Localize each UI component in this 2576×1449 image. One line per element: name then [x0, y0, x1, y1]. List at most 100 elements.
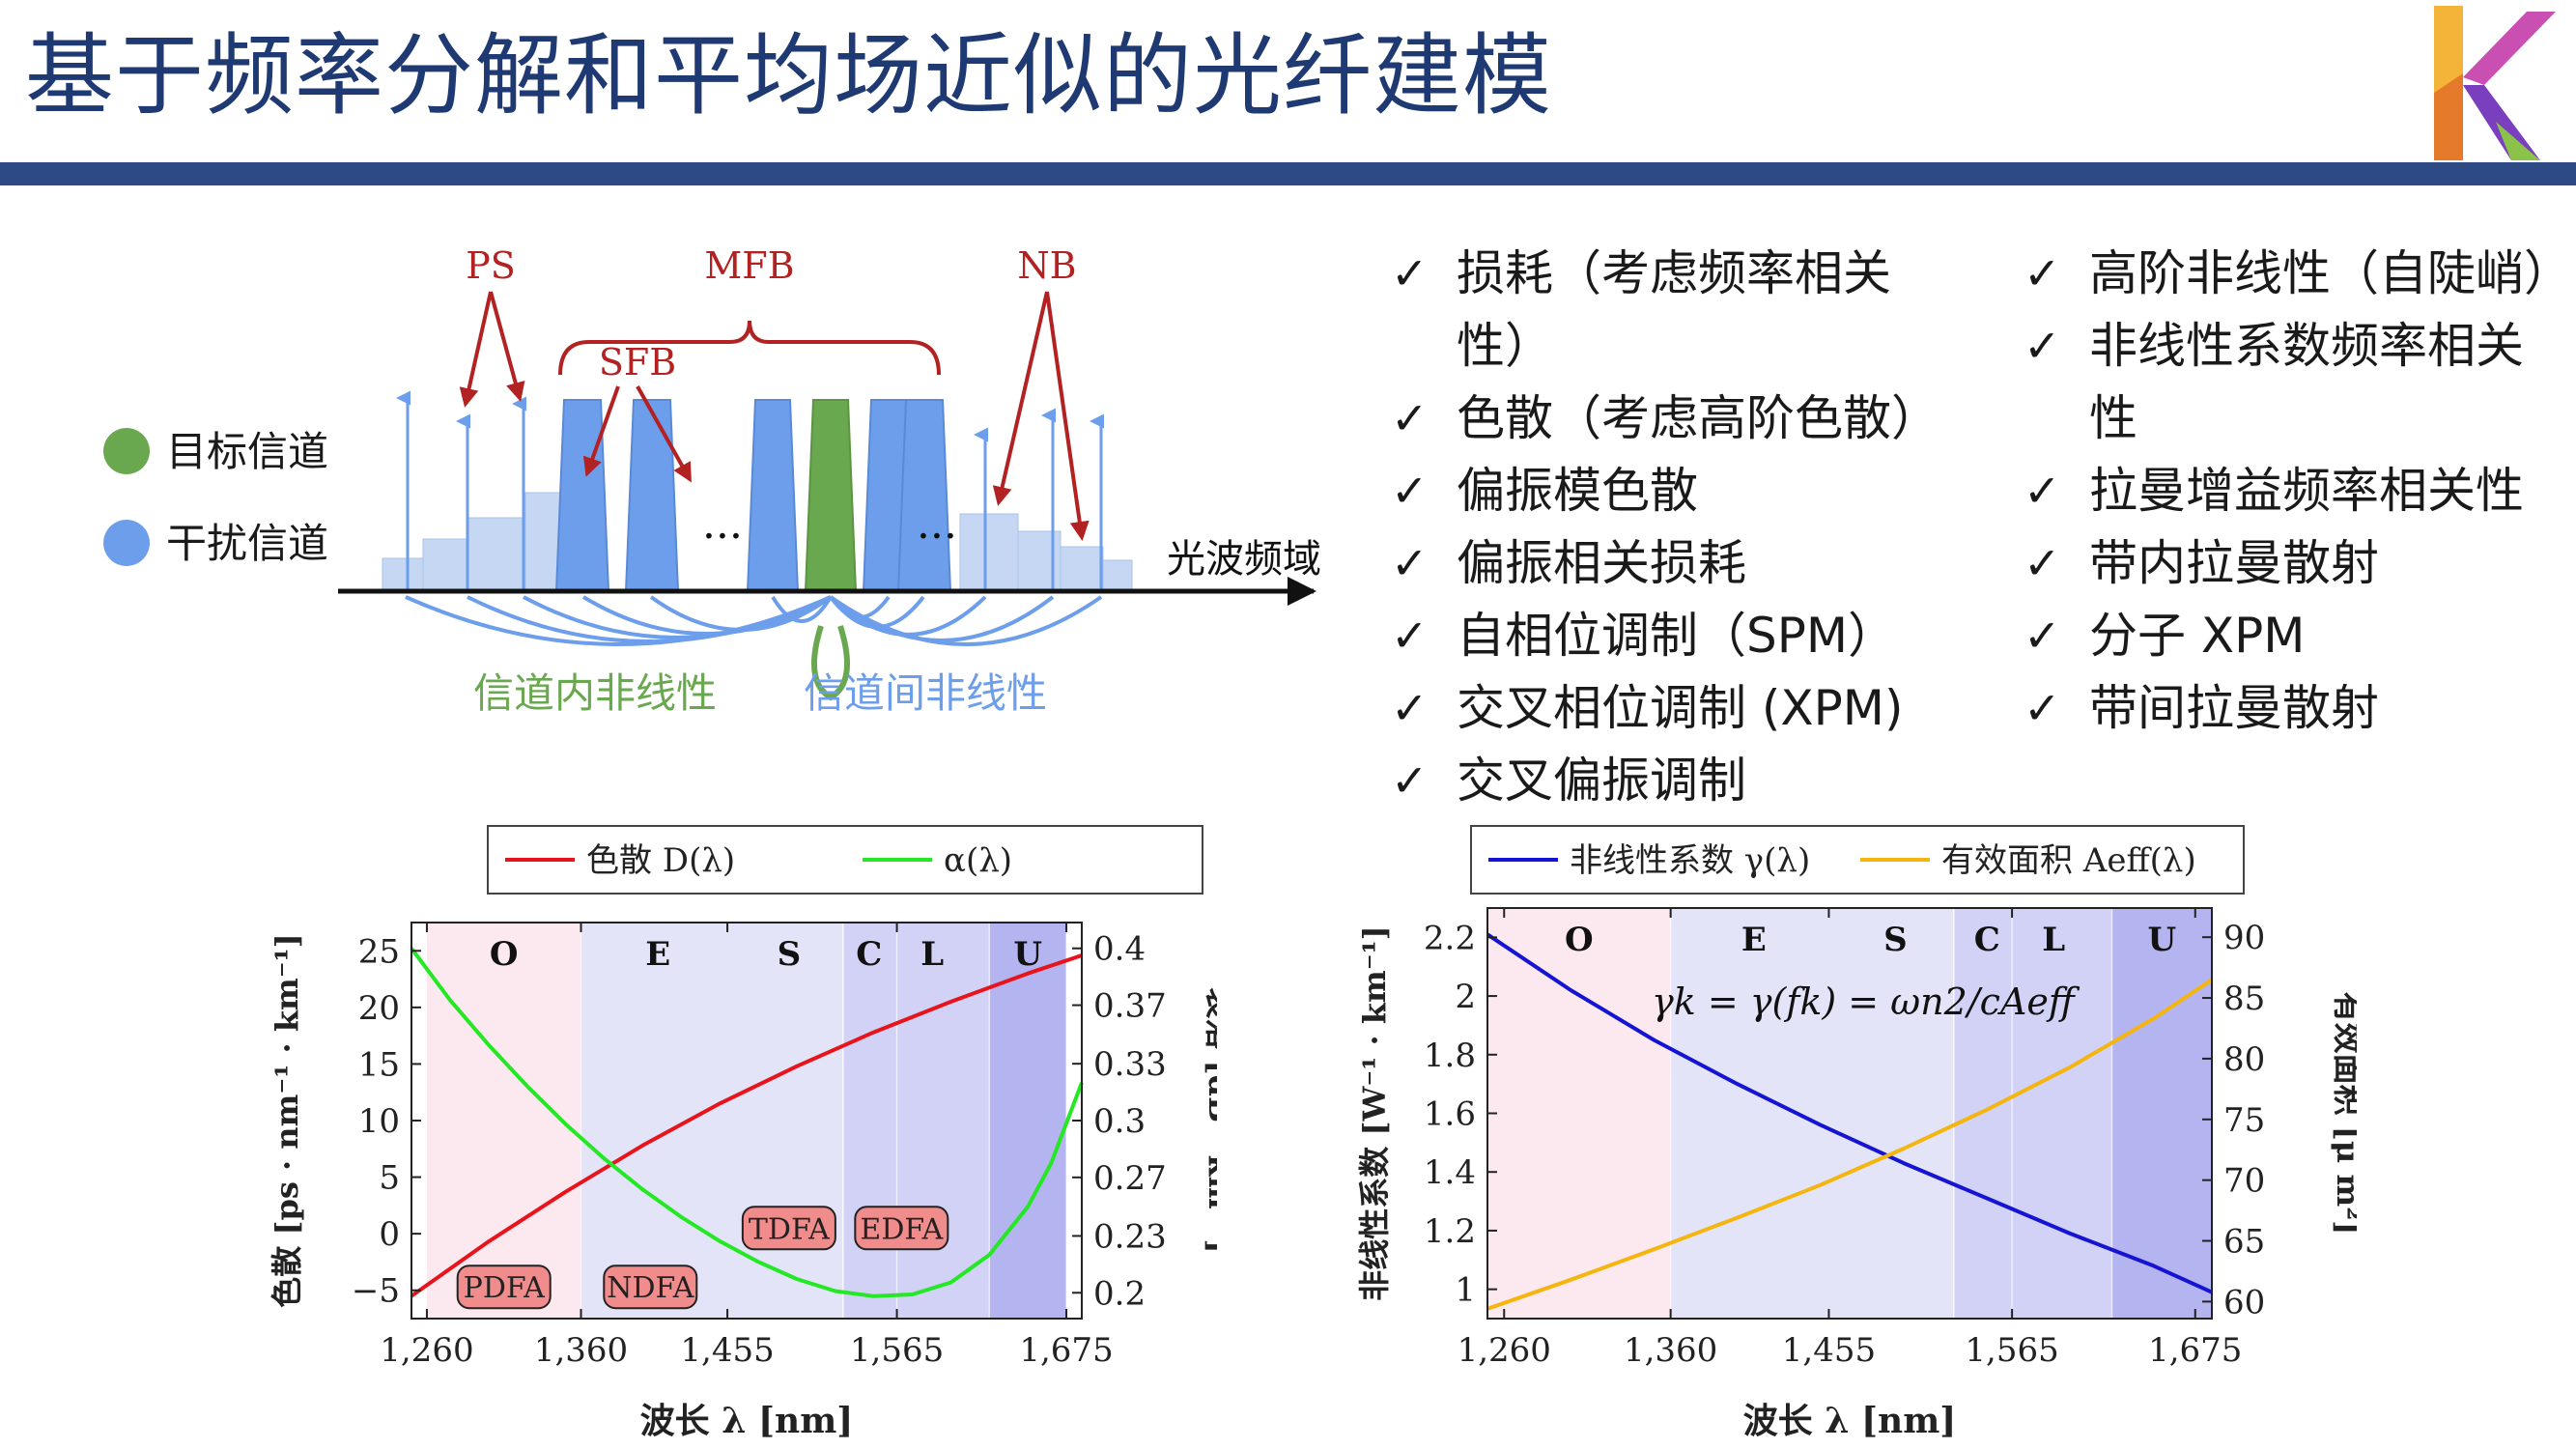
ps-label: PS	[466, 244, 516, 287]
check-item: ✓非线性系数频率相关性	[2024, 310, 2564, 455]
title-bar	[0, 162, 2576, 185]
check-icon: ✓	[1391, 537, 1429, 589]
check-item: ✓自相位调制（SPM）	[1391, 600, 1961, 672]
band-L	[896, 923, 990, 1319]
band-S	[1837, 908, 1954, 1319]
intra-label: 信道内非线性	[473, 669, 717, 717]
dots-left: ···	[702, 512, 743, 561]
check-icon: ✓	[2024, 320, 2061, 372]
band-label-S: S	[1883, 921, 1908, 959]
y-tick-label: 1	[1455, 1271, 1476, 1310]
slide-title: 基于频率分解和平均场近似的光纤建模	[25, 24, 1553, 128]
ps-arrows	[396, 390, 526, 591]
check-icon: ✓	[1391, 754, 1429, 807]
check-icon: ✓	[2024, 682, 2061, 734]
checklist-right: ✓高阶非线性（自陡峭） ✓非线性系数频率相关性 ✓拉曼增益频率相关性 ✓带内拉曼…	[2024, 238, 2572, 817]
amplifier-badge	[741, 1206, 836, 1251]
channels	[554, 399, 952, 592]
band-C	[842, 923, 897, 1319]
y2-axis-title: 衰落 [dB · km⁻¹]	[1202, 987, 1217, 1253]
legend-label: 有效面积 Aeff(λ)	[1941, 841, 2196, 880]
check-item: ✓损耗（考虑频率相关性）	[1391, 238, 1961, 383]
band-label-O: O	[1565, 921, 1594, 959]
band-label-S: S	[778, 935, 802, 974]
x-tick-label: 1,565	[1965, 1331, 2058, 1370]
y-tick-label: 1.2	[1424, 1212, 1476, 1251]
modeling-checklist: ✓损耗（考虑频率相关性） ✓色散（考虑高阶色散） ✓偏振模色散 ✓偏振相关损耗 …	[1391, 238, 2572, 881]
x-tick-label: 1,455	[680, 1331, 774, 1370]
sfb-label: SFB	[599, 341, 676, 384]
band-S	[735, 923, 843, 1319]
y2-tick-label: 0.33	[1093, 1045, 1167, 1084]
y2-tick-label: 60	[2223, 1283, 2265, 1321]
frequency-decomposition-diagram: 目标信道 干扰信道 ··· ··· PS MFB	[103, 244, 1321, 717]
nonlinear-arcs	[405, 595, 1103, 646]
check-icon: ✓	[1391, 392, 1429, 444]
y-tick-label: −5	[352, 1272, 400, 1311]
x-tick-label: 1,360	[534, 1331, 628, 1370]
check-icon: ✓	[1391, 465, 1429, 517]
ps-spectrum	[382, 492, 582, 592]
band-label-U: U	[2147, 921, 2176, 959]
check-icon: ✓	[1391, 610, 1429, 662]
y-tick-label: 0	[379, 1215, 400, 1254]
logo-icon	[2434, 6, 2556, 160]
check-item: ✓高阶非线性（自陡峭）	[2024, 238, 2572, 310]
y2-tick-label: 0.23	[1093, 1217, 1167, 1256]
x-tick-label: 1,565	[850, 1331, 944, 1370]
y2-tick-label: 70	[2223, 1162, 2265, 1201]
inter-label: 信道间非线性	[804, 669, 1047, 717]
y2-tick-label: 0.37	[1093, 987, 1167, 1026]
legend-box	[1470, 825, 2245, 895]
check-icon: ✓	[1391, 247, 1429, 299]
y-tick-label: 1.6	[1424, 1095, 1476, 1134]
y2-tick-label: 0.4	[1093, 930, 1146, 969]
red-arrows	[459, 291, 1090, 541]
series-line-1	[410, 947, 1084, 1298]
series-line-0	[410, 953, 1083, 1298]
legend-target-dot	[103, 428, 150, 474]
x-tick-label: 1,260	[380, 1331, 473, 1370]
channel-target	[804, 399, 858, 592]
check-item: ✓分子 XPM	[2024, 600, 2564, 672]
check-item: ✓色散（考虑高阶色散）	[1391, 383, 1961, 455]
y-tick-label: 2	[1455, 978, 1476, 1016]
channel-blue-3	[746, 399, 800, 592]
band-label-E: E	[645, 935, 670, 974]
y-tick-label: 2.2	[1424, 919, 1476, 957]
y-axis-title: 非线性系数 [W⁻¹ · km⁻¹]	[1356, 925, 1393, 1301]
band-U	[2111, 908, 2212, 1319]
legend-target-label: 目标信道	[166, 428, 328, 475]
x-tick-label: 1,260	[1458, 1331, 1551, 1370]
y-tick-label: 1.8	[1424, 1037, 1476, 1075]
legend-label: 色散 D(λ)	[586, 841, 735, 880]
nb-arrows	[974, 408, 1104, 591]
band-label-C: C	[856, 935, 882, 974]
band-O	[426, 923, 581, 1319]
band-label-L: L	[920, 935, 944, 974]
y-tick-label: 25	[358, 932, 400, 971]
series-line-1	[1486, 978, 2214, 1311]
y-axis-title: 色散 [ps · nm⁻¹ · km⁻¹]	[269, 933, 305, 1308]
legend-interference-label: 干扰信道	[166, 520, 328, 567]
check-icon: ✓	[2024, 537, 2061, 589]
amplifier-label: PDFA	[464, 1271, 545, 1305]
formula: γk = γ(fk) = ωn2/cAeff	[1652, 980, 2081, 1023]
check-item: ✓带间拉曼散射	[2024, 672, 2564, 745]
y2-tick-label: 0.27	[1093, 1159, 1167, 1198]
x-tick-label: 1,675	[1019, 1331, 1113, 1370]
mfb-label: MFB	[704, 244, 794, 287]
band-U	[989, 923, 1067, 1319]
x-tick-label: 1,675	[2148, 1331, 2242, 1370]
check-icon: ✓	[2024, 465, 2061, 517]
check-icon: ✓	[1391, 682, 1429, 734]
checklist-left: ✓损耗（考虑频率相关性） ✓色散（考虑高阶色散） ✓偏振模色散 ✓偏振相关损耗 …	[1391, 238, 1961, 881]
channel-blue-1	[554, 399, 610, 592]
channel-blue-5	[896, 399, 952, 592]
channel-blue-2	[624, 399, 680, 592]
intra-loop	[810, 625, 851, 701]
x-tick-label: 1,360	[1624, 1331, 1717, 1370]
band-label-O: O	[490, 935, 519, 974]
